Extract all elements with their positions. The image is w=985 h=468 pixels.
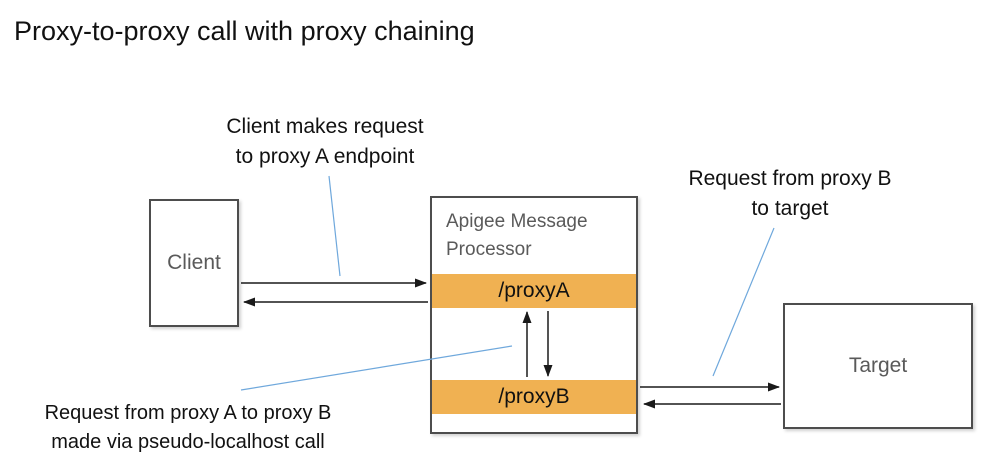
- leader-client-request: [328, 175, 341, 277]
- client-label: Client: [167, 251, 221, 274]
- proxy-a-label: /proxyA: [498, 279, 570, 302]
- annotation-line: to target: [751, 197, 829, 220]
- proxy-b-band: /proxyB: [432, 380, 636, 414]
- annotation-line: Request from proxy B: [688, 167, 892, 190]
- annotation-line: Request from proxy A to proxy B: [44, 402, 332, 424]
- message-processor-label: Apigee Message Processor: [446, 211, 588, 260]
- target-label: Target: [848, 354, 908, 377]
- annotation-proxyb-to-target: Request from proxy B to target: [640, 164, 940, 224]
- proxy-b-label: /proxyB: [498, 385, 570, 408]
- message-processor-box: Apigee Message Processor /proxyA /proxyB: [430, 196, 638, 434]
- annotation-line: Client makes request: [226, 115, 424, 138]
- annotation-line: to proxy A endpoint: [235, 145, 415, 168]
- annotation-client-request: Client makes request to proxy A endpoint: [175, 112, 475, 172]
- annotation-line: made via pseudo-localhost call: [51, 431, 325, 453]
- annotation-proxya-to-proxyb: Request from proxy A to proxy B made via…: [8, 399, 368, 457]
- client-box: Client: [149, 199, 239, 327]
- leader-proxyb-to-target: [712, 227, 775, 377]
- target-box: Target: [783, 303, 973, 429]
- diagram-title: Proxy-to-proxy call with proxy chaining: [14, 16, 475, 46]
- proxy-a-band: /proxyA: [432, 274, 636, 308]
